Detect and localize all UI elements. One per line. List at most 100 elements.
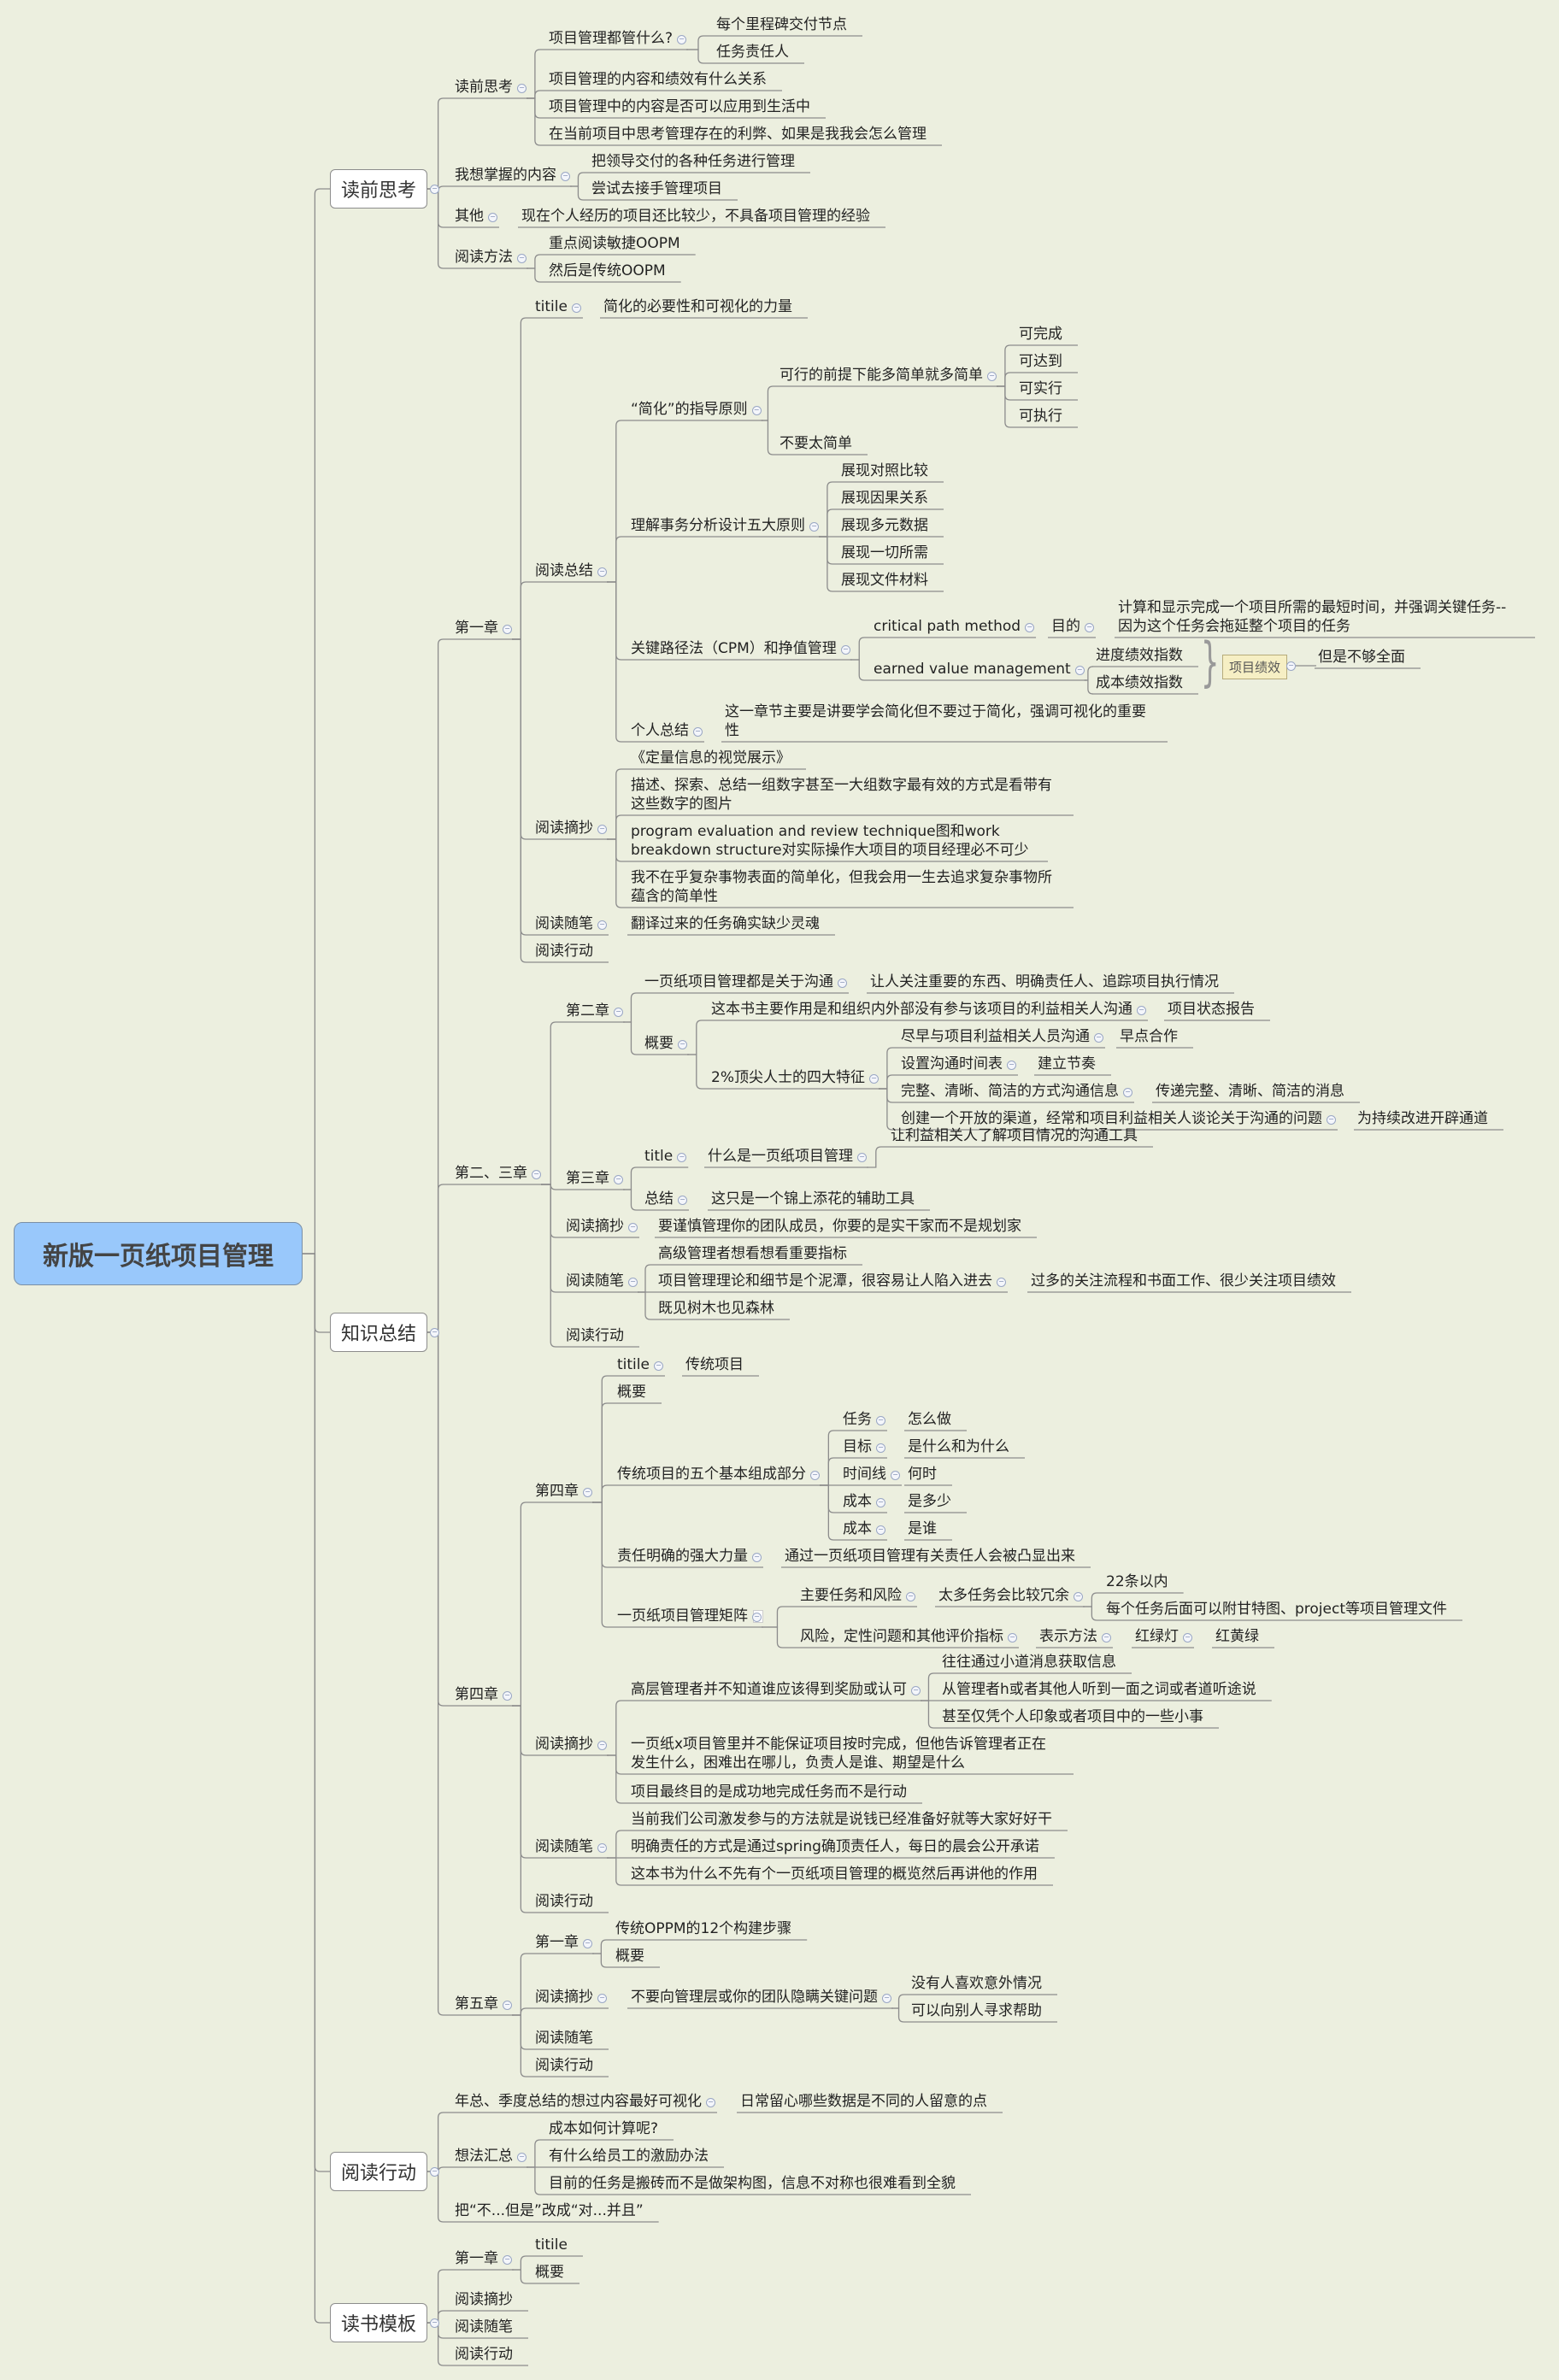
template-item[interactable]: 阅读随笔 (455, 2318, 513, 2336)
ch4-matrix-risk-method[interactable]: 表示方法 (1039, 1628, 1097, 1645)
ch1-excerpt-item[interactable]: 我不在乎复杂事物表面的简单化，但我会用一生去追求复杂事物所蕴含的简单性 (631, 869, 1052, 905)
ch5-ch1[interactable]: 第一章 (535, 1934, 579, 1951)
collapse-toggle-icon[interactable]: − (571, 303, 581, 313)
topic-q1[interactable]: 项目管理都管什么? (549, 30, 674, 47)
ch4[interactable]: 第四章 (535, 1483, 579, 1500)
chapter-2-3[interactable]: 第二、三章 (455, 1165, 527, 1182)
action-idea-item[interactable]: 目前的任务是搬砖而不是做架构图，信息不对称也很难看到全貌 (549, 2175, 956, 2192)
ch4-part[interactable]: 成本 (843, 1493, 872, 1510)
ch1-principle-item[interactable]: 展现对照比较 (841, 462, 928, 479)
ch1-principle-item[interactable]: 展现多元数据 (841, 517, 928, 534)
chapter-4[interactable]: 第四章 (455, 1686, 498, 1703)
collapse-toggle-icon[interactable]: − (1094, 1033, 1103, 1043)
ch1-feasible[interactable]: 可行的前提下能多简单就多简单 (780, 367, 983, 384)
ch3-summary-key[interactable]: 总结 (644, 1190, 674, 1208)
ch3-summary-value[interactable]: 这只是一个锦上添花的辅助工具 (711, 1190, 915, 1208)
collapse-toggle-icon[interactable]: − (840, 645, 850, 655)
collapse-toggle-icon[interactable]: − (1327, 1115, 1336, 1125)
topic-method-a[interactable]: 重点阅读敏捷OOPM (549, 235, 680, 252)
collapse-toggle-icon[interactable]: − (430, 2167, 440, 2177)
template-item[interactable]: 阅读摘抄 (455, 2291, 513, 2308)
collapse-toggle-icon[interactable]: − (583, 1488, 592, 1497)
ch23-action[interactable]: 阅读行动 (566, 1327, 624, 1344)
ch4-part[interactable]: 时间线 (843, 1466, 886, 1483)
ch5-ch1-b[interactable]: 概要 (615, 1948, 644, 1965)
ch1-schedule-index[interactable]: 进度绩效指数 (1096, 647, 1183, 664)
ch2-purpose-value[interactable]: 项目状态报告 (1168, 1001, 1255, 1018)
collapse-toggle-icon[interactable]: − (911, 1686, 921, 1695)
ch4-action[interactable]: 阅读行动 (535, 1893, 593, 1910)
ch2-communication[interactable]: 一页纸项目管理都是关于沟通 (644, 973, 833, 990)
collapse-toggle-icon[interactable]: − (876, 1416, 885, 1425)
collapse-toggle-icon[interactable]: − (1085, 623, 1094, 632)
ch5-excerpt[interactable]: 阅读摘抄 (535, 1989, 593, 2006)
collapse-toggle-icon[interactable]: − (1286, 661, 1297, 671)
action-visualize-value[interactable]: 日常留心哪些数据是不同的人留意的点 (740, 2093, 987, 2110)
collapse-toggle-icon[interactable]: − (628, 1278, 638, 1287)
ch1-action[interactable]: 阅读行动 (535, 943, 593, 960)
ch1-five-principles[interactable]: 理解事务分析设计五大原则 (631, 517, 805, 534)
collapse-toggle-icon[interactable]: − (597, 825, 607, 834)
collapse-toggle-icon[interactable]: − (693, 727, 703, 737)
collapse-toggle-icon[interactable]: − (597, 1994, 607, 2003)
ch4-excerpt-senior-item[interactable]: 往往通过小道消息获取信息 (942, 1654, 1116, 1671)
collapse-toggle-icon[interactable]: − (430, 1328, 440, 1337)
collapse-toggle-icon[interactable]: − (677, 1153, 687, 1162)
collapse-toggle-icon[interactable]: − (678, 1196, 687, 1205)
collapse-toggle-icon[interactable]: − (430, 185, 440, 194)
ch1-title-key[interactable]: titile (535, 298, 568, 315)
collapse-toggle-icon[interactable]: − (882, 1994, 891, 2003)
collapse-toggle-icon[interactable]: − (906, 1592, 915, 1601)
ch4-excerpt-senior[interactable]: 高层管理者并不知道谁应该得到奖励或认可 (631, 1681, 907, 1698)
ch2-trait[interactable]: 设置沟通时间表 (901, 1055, 1003, 1072)
collapse-toggle-icon[interactable]: − (809, 522, 819, 532)
topic-q1-owner[interactable]: 任务责任人 (716, 44, 789, 61)
ch3-title-value[interactable]: 什么是一页纸项目管理 (708, 1148, 853, 1165)
ch1-purpose-text[interactable]: 计算和显示完成一个项目所需的最短时间，并强调关键任务--因为这个任务会拖延整个项… (1118, 599, 1507, 635)
ch4-five-parts[interactable]: 传统项目的五个基本组成部分 (617, 1466, 806, 1483)
collapse-toggle-icon[interactable]: − (876, 1498, 885, 1507)
ch1-not-too-simple[interactable]: 不要太简单 (780, 435, 852, 452)
collapse-toggle-icon[interactable]: − (891, 1471, 900, 1480)
collapse-toggle-icon[interactable]: − (503, 2255, 512, 2265)
collapse-toggle-icon[interactable]: − (677, 35, 687, 44)
template-ch1-title[interactable]: titile (535, 2236, 568, 2254)
ch4-matrix-risk[interactable]: 风险，定性问题和其他评价指标 (800, 1628, 1003, 1645)
ch4-title-key[interactable]: titile (617, 1356, 650, 1373)
ch2-trait-value[interactable]: 早点合作 (1120, 1028, 1178, 1045)
ch3-title-sub[interactable]: 让利益相关人了解项目情况的沟通工具 (891, 1127, 1138, 1144)
template-item[interactable]: 阅读行动 (455, 2346, 513, 2363)
ch2-trait[interactable]: 创建一个开放的渠道，经常和项目利益相关人谈论关于沟通的问题 (901, 1110, 1322, 1127)
ch1-feasible-item[interactable]: 可达到 (1019, 353, 1062, 370)
collapse-toggle-icon[interactable]: − (503, 1691, 512, 1701)
ch4-part-value[interactable]: 何时 (908, 1466, 937, 1483)
ch4-part[interactable]: 目标 (843, 1438, 872, 1455)
ch4-excerpt-senior-item[interactable]: 从管理者h或者其他人听到一面之词或者道听途说 (942, 1681, 1256, 1698)
ch4-part-value[interactable]: 是多少 (908, 1493, 951, 1510)
ch23-notes[interactable]: 阅读随笔 (566, 1272, 624, 1290)
collapse-toggle-icon[interactable]: − (868, 1074, 879, 1084)
main-topic-knowledge[interactable]: 知识总结 (330, 1313, 428, 1352)
ch2-purpose[interactable]: 这本书主要作用是和组织内外部没有参与该项目的利益相关人沟通 (711, 1001, 1132, 1018)
collapse-toggle-icon[interactable]: − (583, 1939, 592, 1948)
main-topic-pre-reading[interactable]: 读前思考 (330, 169, 428, 209)
collapse-toggle-icon[interactable]: − (597, 567, 607, 577)
ch1-simplify-principle[interactable]: “简化”的指导原则 (631, 401, 748, 418)
collapse-toggle-icon[interactable]: − (1025, 623, 1035, 632)
collapse-toggle-icon[interactable]: − (1008, 1633, 1017, 1642)
subtopic-method[interactable]: 阅读方法 (455, 249, 513, 266)
ch1-principle-item[interactable]: 展现一切所需 (841, 544, 928, 561)
collapse-toggle-icon[interactable]: − (597, 1843, 607, 1853)
ch2-trait[interactable]: 尽早与项目利益相关人员沟通 (901, 1028, 1090, 1045)
template-ch1[interactable]: 第一章 (455, 2250, 498, 2267)
ch1-excerpt[interactable]: 阅读摘抄 (535, 820, 593, 837)
ch4-responsibility[interactable]: 责任明确的强大力量 (617, 1548, 748, 1565)
collapse-toggle-icon[interactable]: − (597, 1741, 607, 1750)
action-idea-item[interactable]: 成本如何计算呢? (549, 2120, 659, 2137)
topic-q4[interactable]: 在当前项目中思考管理存在的利弊、如果是我我会怎么管理 (549, 126, 927, 143)
ch4-matrix-risk-v2[interactable]: 红黄绿 (1215, 1628, 1259, 1645)
collapse-toggle-icon[interactable]: − (1183, 1633, 1192, 1642)
collapse-toggle-icon[interactable]: − (857, 1153, 867, 1162)
ch4-matrix-main[interactable]: 主要任务和风险 (800, 1587, 902, 1604)
ch2-trait-value[interactable]: 传递完整、清晰、简洁的消息 (1156, 1083, 1344, 1100)
